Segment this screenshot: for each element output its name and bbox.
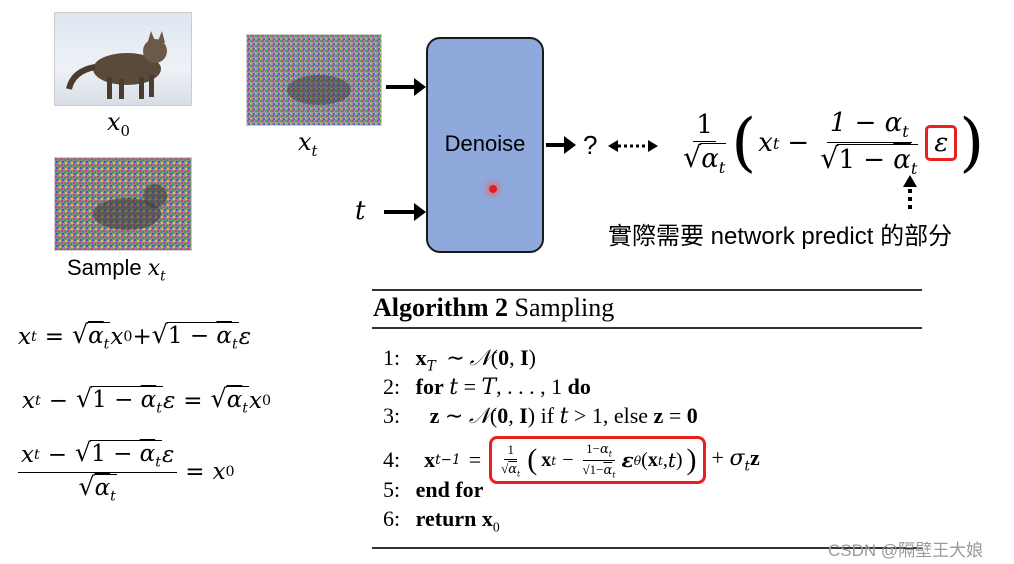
denoise-label: Denoise [444, 131, 526, 156]
arrow-denoise-out [546, 136, 576, 154]
arrow-xt-to-denoise [386, 78, 426, 96]
algo-line-1: 1: xT ∼𝒩(0, I) [383, 345, 536, 375]
network-predict-note: 實際需要 network predict 的部分 [608, 223, 953, 250]
label-x0: x0 [107, 108, 131, 140]
label-xt: xt [298, 128, 318, 160]
noise-pattern-input [247, 35, 381, 125]
algo-line-3: 3: z ∼ 𝒩(0, I) if t > 1, else z = 0 [383, 403, 698, 429]
algorithm-title: Algorithm 2 Sampling [373, 293, 615, 322]
algo-line-5: 5: end for [383, 477, 484, 502]
cat-clean-image [54, 12, 192, 106]
dotted-double-arrow-icon [608, 140, 658, 152]
algo-line-2: 2: for t = T, . . . , 1 do [383, 374, 591, 400]
algo-bottom-rule [372, 547, 922, 549]
watermark: CSDN @隔壁王大娘 [828, 541, 984, 560]
algo-line-6: 6: return x0 [383, 506, 500, 535]
question-mark: ? [583, 130, 598, 160]
cat-silhouette [66, 31, 167, 99]
dotted-up-arrow-icon [903, 175, 917, 213]
label-sample-xt: Sample xt [67, 255, 166, 285]
frac-alpha-term: 1 − αt √1 − αt [820, 108, 919, 179]
cursor-dot-icon [489, 185, 497, 193]
algo-title-rule [372, 327, 922, 329]
arrow-t-to-denoise [384, 203, 426, 221]
noisy-sample-image [54, 157, 192, 251]
noisy-xt-image [246, 34, 382, 126]
label-t: t [355, 196, 366, 226]
denoise-box: Denoise [426, 37, 544, 253]
algo-top-rule [372, 289, 922, 291]
epsilon-highlight: ε [925, 125, 958, 162]
noise-pattern-left [55, 158, 191, 250]
frac-one-over-sqrt-alpha: 1 √αt [683, 109, 727, 177]
